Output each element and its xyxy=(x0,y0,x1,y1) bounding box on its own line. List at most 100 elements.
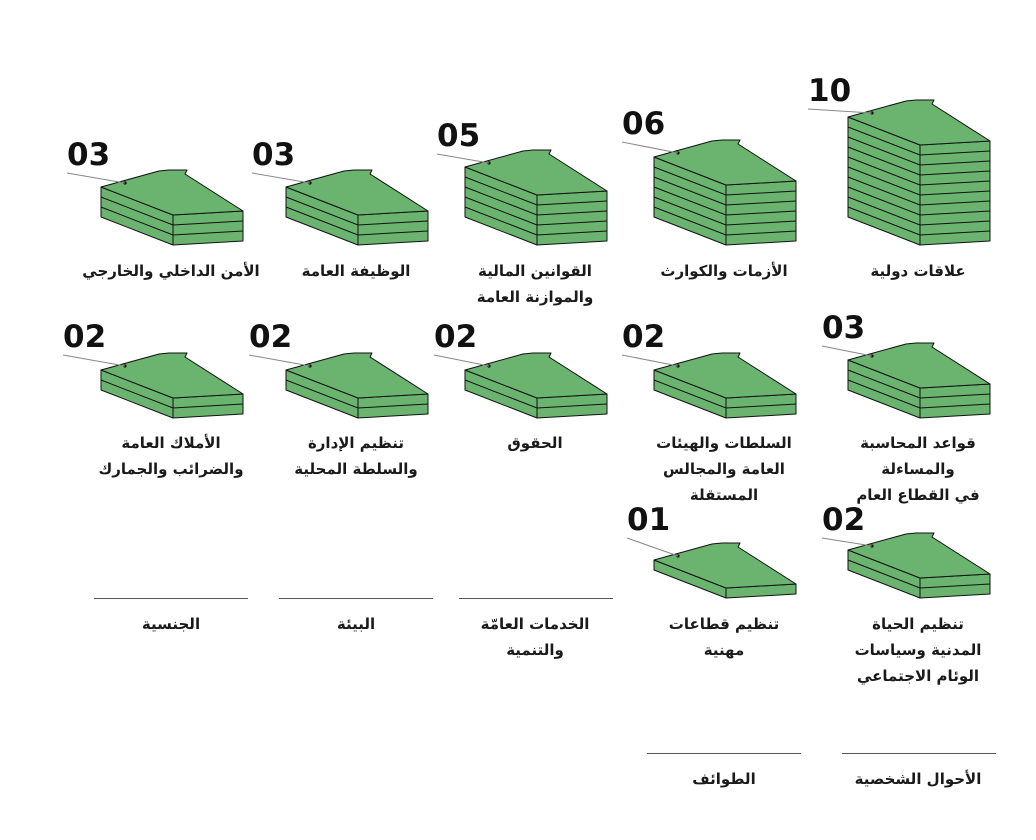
category-label: تنظيم قطاعات مهنية xyxy=(668,615,780,659)
category-label: القوانين المالية والموازنة العامة xyxy=(476,262,594,306)
stack-top-face xyxy=(847,532,991,579)
category-label: الطوائف xyxy=(692,770,756,788)
stack-top-face xyxy=(100,169,244,216)
stack-top-face xyxy=(653,542,797,589)
stack-layer-line xyxy=(847,369,991,399)
stack-layer-line xyxy=(847,196,991,226)
count-leader-line xyxy=(821,537,873,547)
category-label: الجنسية xyxy=(141,615,201,633)
stack-layer-line xyxy=(464,176,608,206)
stack-top-face xyxy=(653,139,797,186)
category-label: الحقوق xyxy=(507,434,563,452)
stack-layer-line xyxy=(847,206,991,236)
stack-layer-line xyxy=(100,379,244,409)
stack-layer-line xyxy=(847,166,991,196)
count-value: 03 xyxy=(252,137,296,173)
count-value: 10 xyxy=(808,73,852,109)
count-leader-line xyxy=(62,354,126,367)
stack-layer-line xyxy=(464,186,608,216)
stack-top-face xyxy=(285,169,429,216)
stack-top-face xyxy=(847,342,991,389)
stack-layer-line xyxy=(847,176,991,206)
stack-layer-line xyxy=(847,379,991,409)
stack-top-face xyxy=(285,352,429,399)
category-label: الخدمات العامّة والتنمية xyxy=(480,615,590,659)
stack-layer-line xyxy=(285,206,429,236)
count-value: 03 xyxy=(822,310,866,346)
category-label: البيئة xyxy=(336,615,376,633)
count-leader-line xyxy=(621,354,679,367)
category-label: السلطات والهيئات العامة والمجالس المستقل… xyxy=(656,434,792,504)
stack-layer-line xyxy=(847,156,991,186)
stack-top-face xyxy=(100,352,244,399)
stack-top-face xyxy=(464,352,608,399)
stack-layer-line xyxy=(464,206,608,236)
stack-layer-line xyxy=(847,136,991,166)
stack-layer-line xyxy=(847,186,991,216)
count-leader-line xyxy=(248,354,311,367)
empty-stack-rule xyxy=(647,753,801,754)
category-label: الأملاك العامة والضرائب والجمارك xyxy=(98,434,244,478)
stack-layer-line xyxy=(653,379,797,409)
category-label: الوظيفة العامة xyxy=(301,262,411,280)
count-leader-line xyxy=(66,172,126,184)
stack-layer-line xyxy=(100,196,244,226)
category-label: الأحوال الشخصية xyxy=(854,770,982,788)
stack-top-face xyxy=(847,99,991,146)
category-label: الأزمات والكوارث xyxy=(660,262,788,280)
count-value: 02 xyxy=(434,319,478,355)
count-value: 02 xyxy=(63,319,107,355)
stack-top-face xyxy=(653,352,797,399)
stack-layer-line xyxy=(653,186,797,216)
empty-stack-rule xyxy=(459,598,613,599)
empty-stack-rule xyxy=(94,598,248,599)
stack-layer-line xyxy=(285,379,429,409)
stack-layer-line xyxy=(653,206,797,236)
stack-layer-line xyxy=(100,206,244,236)
count-value: 02 xyxy=(622,319,666,355)
category-label: قواعد المحاسبة والمساءلة في القطاع العام xyxy=(856,434,980,504)
stack-layer-line xyxy=(847,146,991,176)
count-value: 03 xyxy=(67,137,111,173)
empty-stack-rule xyxy=(279,598,433,599)
category-label: تنظيم الحياة المدنية وسياسات الوئام الاج… xyxy=(854,615,982,685)
count-value: 06 xyxy=(622,106,666,142)
count-value: 01 xyxy=(627,502,671,538)
empty-stack-rule xyxy=(842,753,996,754)
count-leader-line xyxy=(251,172,311,184)
stack-layer-line xyxy=(847,559,991,589)
count-leader-line xyxy=(433,354,490,367)
category-label: علاقات دولية xyxy=(870,262,966,280)
count-leader-line xyxy=(821,345,873,357)
stack-layer-line xyxy=(285,196,429,226)
stack-layer-line xyxy=(847,126,991,156)
category-label: الأمن الداخلي والخارجي xyxy=(82,262,260,280)
count-leader-line xyxy=(621,141,679,154)
count-value: 02 xyxy=(249,319,293,355)
stack-top-face xyxy=(464,149,608,196)
count-leader-line xyxy=(807,108,873,114)
category-label: تنظيم الإدارة والسلطة المحلية xyxy=(294,434,418,478)
stack-layer-line xyxy=(464,379,608,409)
stack-layer-line xyxy=(653,196,797,226)
stack-layer-line xyxy=(653,166,797,196)
count-value: 05 xyxy=(437,118,481,154)
stack-layer-line xyxy=(464,196,608,226)
stack-layer-line xyxy=(653,176,797,206)
count-leader-line xyxy=(436,153,490,164)
count-leader-line xyxy=(626,537,679,557)
count-value: 02 xyxy=(822,502,866,538)
